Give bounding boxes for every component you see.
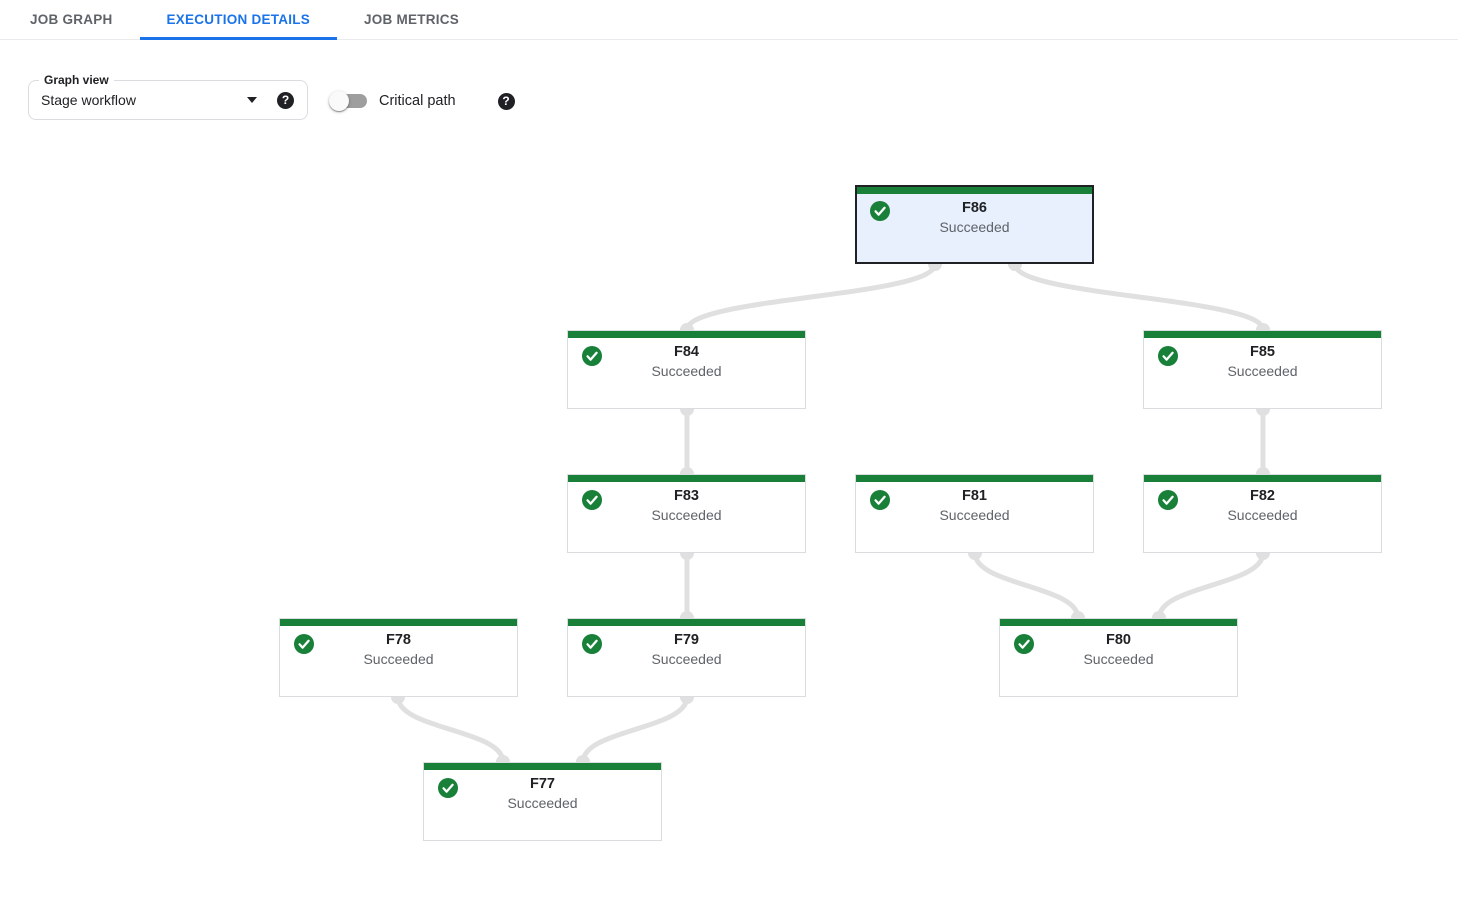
status-color-bar <box>568 619 805 626</box>
status-color-bar <box>1144 475 1381 482</box>
stage-status: Succeeded <box>1227 507 1298 523</box>
stage-name: F77 <box>530 776 555 792</box>
check-circle-icon <box>870 201 890 221</box>
toggle-knob[interactable] <box>329 91 349 111</box>
check-circle-icon <box>1158 490 1178 510</box>
stage-name: F81 <box>962 488 987 504</box>
status-color-bar <box>1144 331 1381 338</box>
graph-toolbar: Graph view Stage workflow ? Critical pat… <box>0 41 1458 141</box>
stage-name: F85 <box>1250 344 1275 360</box>
stage-name: F83 <box>674 488 699 504</box>
stage-status: Succeeded <box>1227 363 1298 379</box>
status-color-bar <box>1000 619 1237 626</box>
graph-view-value: Stage workflow <box>41 92 136 108</box>
tab-job-graph[interactable]: JOB GRAPH <box>30 12 113 27</box>
stage-status: Succeeded <box>651 363 722 379</box>
tab-bar: JOB GRAPH EXECUTION DETAILS JOB METRICS <box>0 0 1458 40</box>
status-color-bar <box>568 331 805 338</box>
critical-path-label: Critical path <box>379 93 456 109</box>
check-circle-icon <box>582 634 602 654</box>
check-circle-icon <box>870 490 890 510</box>
critical-path-control: Critical path ? <box>329 88 515 114</box>
stage-status: Succeeded <box>939 219 1010 235</box>
stage-name: F86 <box>962 200 987 216</box>
stage-status: Succeeded <box>651 651 722 667</box>
stage-status: Succeeded <box>651 507 722 523</box>
edge-F86-F84 <box>684 263 938 331</box>
tab-execution-details[interactable]: EXECUTION DETAILS <box>139 0 338 40</box>
graph-view-label: Graph view <box>39 72 114 89</box>
stage-name: F78 <box>386 632 411 648</box>
check-circle-icon <box>438 778 458 798</box>
graph-view-select[interactable]: Graph view Stage workflow ? <box>28 72 308 120</box>
stage-name: F80 <box>1106 632 1131 648</box>
dropdown-arrow-icon[interactable] <box>247 97 257 103</box>
edge-F86-F85 <box>1012 263 1266 331</box>
status-color-bar <box>857 187 1092 194</box>
tab-job-metrics[interactable]: JOB METRICS <box>364 12 460 27</box>
status-color-bar <box>424 763 661 770</box>
edge-F78-F77 <box>395 696 506 763</box>
check-circle-icon <box>582 346 602 366</box>
stage-status: Succeeded <box>1083 651 1154 667</box>
edge-F81-F80 <box>972 552 1081 619</box>
stage-status: Succeeded <box>939 507 1010 523</box>
check-circle-icon <box>294 634 314 654</box>
status-color-bar <box>568 475 805 482</box>
stage-name: F79 <box>674 632 699 648</box>
critical-path-help-icon[interactable]: ? <box>497 92 515 110</box>
graph-view-help-icon[interactable]: ? <box>277 91 294 109</box>
check-circle-icon <box>1158 346 1178 366</box>
status-color-bar <box>280 619 517 626</box>
edge-F82-F80 <box>1156 552 1266 619</box>
critical-path-toggle[interactable] <box>329 88 368 114</box>
check-circle-icon <box>582 490 602 510</box>
stage-status: Succeeded <box>507 795 578 811</box>
check-circle-icon <box>1014 634 1034 654</box>
stage-name: F84 <box>674 344 699 360</box>
status-color-bar <box>856 475 1093 482</box>
stage-name: F82 <box>1250 488 1275 504</box>
edge-F79-F77 <box>580 696 690 763</box>
stage-status: Succeeded <box>363 651 434 667</box>
